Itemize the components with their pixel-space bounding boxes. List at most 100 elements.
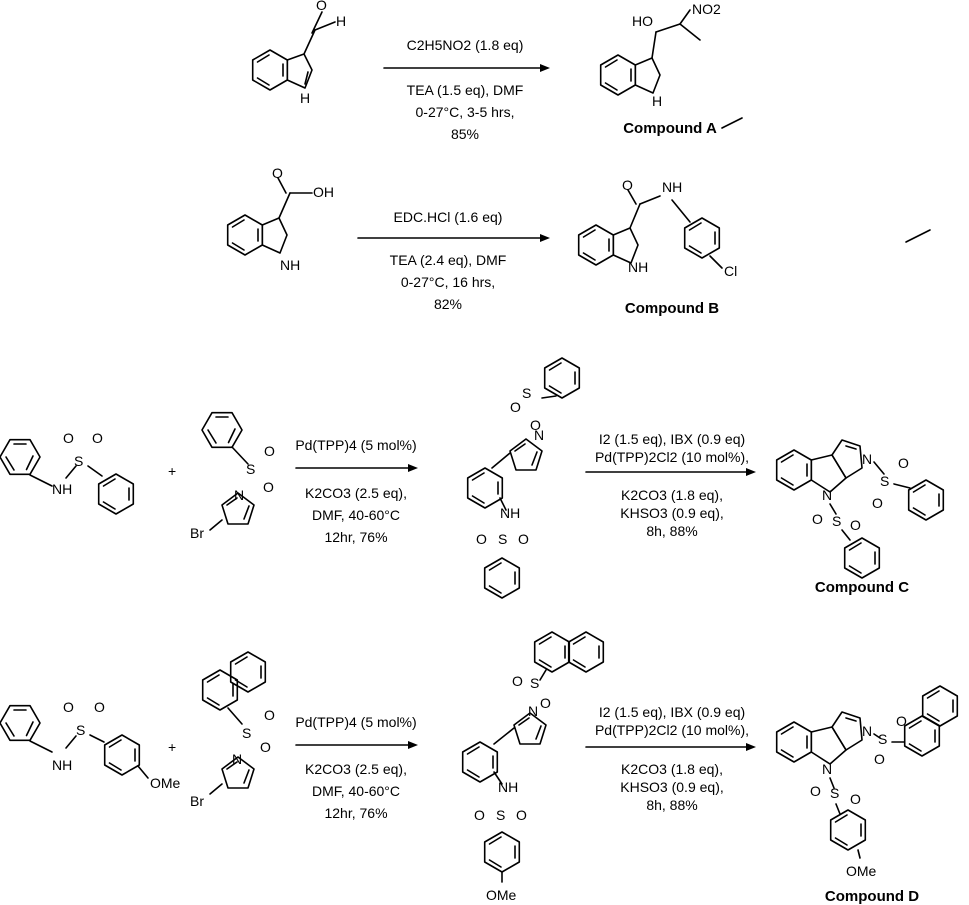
sulfonyl-oxygen: O <box>850 791 861 807</box>
bromo-label: Br <box>190 525 204 541</box>
sulfur-label: S <box>530 675 539 691</box>
pyrrole-n: N <box>862 451 872 467</box>
reaction-arrow-1 <box>383 64 550 72</box>
sulfonyl-oxygen: O <box>474 807 485 823</box>
pyrrole-n: N <box>232 751 242 767</box>
yield-label: 12hr, 76% <box>324 805 387 821</box>
yield-label: 85% <box>451 126 479 142</box>
sulfonyl-oxygen: O <box>476 531 487 547</box>
intermediate-c-structure: S O O N NH S O O <box>466 357 581 599</box>
condition-line: K2CO3 (2.5 eq), <box>305 485 407 501</box>
sulfur-label: S <box>830 785 839 801</box>
indole-nh: H <box>652 93 662 109</box>
sulfur-label: S <box>246 461 255 477</box>
intermediate-d-structure: S O O N NH S O O OMe <box>461 631 605 903</box>
indole-nh: H <box>300 90 310 106</box>
n-phenylbenzenesulfonamide-structure: NH S O O <box>0 430 135 515</box>
sulfur-label: S <box>242 725 251 741</box>
condition-line: 0-27°C, 16 hrs, <box>401 274 495 290</box>
bromo-naphthylsulfonylpyrrole-structure: S O O N Br <box>190 651 275 809</box>
sulfonyl-oxygen: O <box>260 739 271 755</box>
sulfonamide-nh: NH <box>52 757 72 773</box>
sulfonyl-oxygen: O <box>264 443 275 459</box>
bromo-label: Br <box>190 793 204 809</box>
catalyst-label: Pd(TPP)4 (5 mol%) <box>295 437 416 453</box>
sulfur-label: S <box>522 385 531 401</box>
sulfur-label: S <box>832 513 841 529</box>
compound-a-label: Compound A <box>623 120 717 137</box>
sulfonyl-oxygen: O <box>850 517 861 533</box>
condition-line: 0-27°C, 3-5 hrs, <box>416 104 515 120</box>
sulfonamide-nh: NH <box>52 481 72 497</box>
compound-c-label: Compound C <box>815 579 909 596</box>
compound-b-structure: O NH Cl NH <box>577 177 737 279</box>
compound-b-label: Compound B <box>625 300 719 317</box>
hydroxyl-label: HO <box>632 13 653 29</box>
condition-line: K2CO3 (1.8 eq), <box>621 761 723 777</box>
reaction-arrow-4a <box>295 741 418 749</box>
methoxy-sulfonamide-structure: NH S O O OMe <box>0 699 181 791</box>
yield-label: 82% <box>434 296 462 312</box>
reagent-nitroethane: C2H5NO2 (1.8 eq) <box>407 37 524 53</box>
indole-n: N <box>822 761 832 777</box>
reaction-arrow-3a <box>295 464 418 472</box>
sulfonyl-oxygen: O <box>263 479 274 495</box>
methoxy-label: OMe <box>846 863 877 879</box>
sulfonyl-oxygen: O <box>810 783 821 799</box>
condition-line: K2CO3 (2.5 eq), <box>305 761 407 777</box>
amide-oxygen: O <box>622 177 633 193</box>
condition-line: TEA (1.5 eq), DMF <box>407 82 524 98</box>
plus-sign: + <box>168 739 176 755</box>
condition-line: TEA (2.4 eq), DMF <box>390 252 507 268</box>
sulfonyl-oxygen: O <box>63 699 74 715</box>
reagent-line: Pd(TPP)2Cl2 (10 mol%), <box>595 722 749 738</box>
sulfonyl-oxygen: O <box>896 713 907 729</box>
sulfonyl-oxygen: O <box>874 751 885 767</box>
acid-oh: OH <box>313 184 334 200</box>
aldehyde-oxygen: O <box>316 0 327 13</box>
condition-line: DMF, 40-60°C <box>312 507 400 523</box>
sulfur-label: S <box>76 722 85 738</box>
sulfur-label: S <box>498 531 507 547</box>
sulfur-label: S <box>880 473 889 489</box>
sulfonamide-nh: NH <box>498 779 518 795</box>
indole-nh: NH <box>280 257 300 273</box>
indole-3-carbaldehyde-structure: O H H <box>251 0 346 106</box>
aldehyde-h: H <box>336 13 346 29</box>
methoxy-label: OMe <box>486 887 517 903</box>
sulfonyl-oxygen: O <box>63 430 74 446</box>
condition-line: KHSO3 (0.9 eq), <box>620 779 724 795</box>
catalyst-label: Pd(TPP)4 (5 mol%) <box>295 714 416 730</box>
condition-line: KHSO3 (0.9 eq), <box>620 505 724 521</box>
sulfonyl-oxygen: O <box>512 673 523 689</box>
sulfonyl-oxygen: O <box>516 807 527 823</box>
pyrrole-n: N <box>534 427 544 443</box>
yield-label: 12hr, 76% <box>324 529 387 545</box>
amide-nh: NH <box>662 179 682 195</box>
reaction-arrow-4b <box>585 743 756 751</box>
sulfonyl-oxygen: O <box>898 455 909 471</box>
compound-d-label: Compound D <box>825 888 919 905</box>
sulfonyl-oxygen: O <box>510 399 521 415</box>
pyrrole-n: N <box>862 723 872 739</box>
pyrrole-n: N <box>528 703 538 719</box>
sulfonyl-oxygen: O <box>518 531 529 547</box>
reaction-1: O H H C2H5NO2 (1.8 eq) TEA (1.5 eq), DMF… <box>251 0 743 142</box>
yield-label: 8h, 88% <box>646 797 697 813</box>
condition-line: K2CO3 (1.8 eq), <box>621 487 723 503</box>
reaction-3: NH S O O + S O O N Br Pd(TPP)4 (5 mol%) … <box>0 357 945 599</box>
sulfonyl-oxygen: O <box>92 430 103 446</box>
sulfonyl-oxygen: O <box>94 699 105 715</box>
indole-nh: NH <box>628 259 648 275</box>
compound-d-structure: N N S O O S O O OMe <box>775 685 959 879</box>
stray-mark <box>721 117 743 129</box>
sulfonyl-oxygen: O <box>264 707 275 723</box>
chloro-label: Cl <box>724 263 737 279</box>
reaction-4: NH S O O OMe + S O O N Br Pd(TPP)4 <box>0 631 959 905</box>
sulfur-label: S <box>74 453 83 469</box>
compound-c-structure: N N S O O S O O <box>775 439 945 579</box>
reagent-line: I2 (1.5 eq), IBX (0.9 eq) <box>599 704 745 720</box>
nitro-label: NO2 <box>692 1 721 17</box>
compound-a-structure: HO NO2 H <box>599 1 721 109</box>
